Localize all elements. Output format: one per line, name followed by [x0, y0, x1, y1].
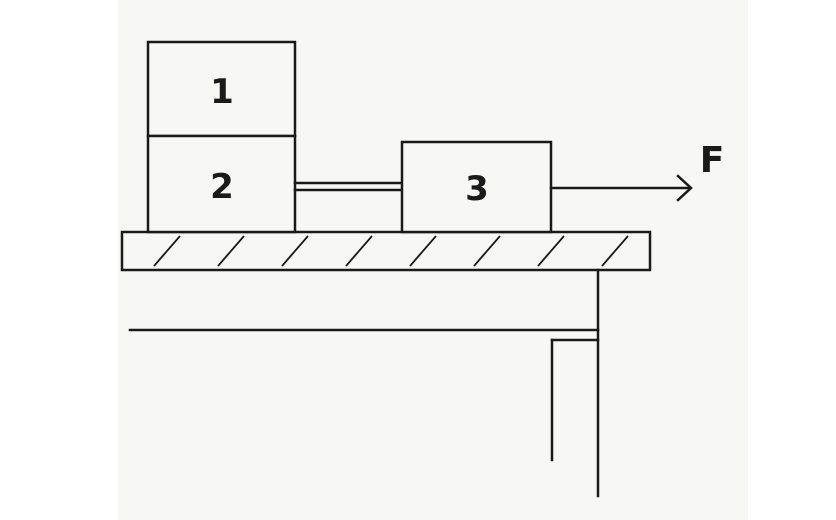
block-3-rect — [400, 140, 553, 234]
table-hatching — [153, 235, 629, 267]
table-frame — [128, 268, 600, 498]
hatch-line — [601, 235, 629, 267]
hatch-line — [473, 235, 501, 267]
force-label: F — [700, 140, 725, 181]
connecting-string — [293, 181, 404, 192]
block-2: 2 — [146, 134, 297, 234]
force-arrow: F — [549, 140, 725, 202]
table-plank — [120, 230, 652, 272]
hatch-line — [281, 235, 309, 267]
block-2-label: 2 — [210, 167, 234, 207]
hatch-line — [409, 235, 437, 267]
hatch-line — [217, 235, 245, 267]
table-top — [120, 230, 652, 272]
block-3-label: 3 — [465, 169, 489, 209]
block-1: 1 — [146, 40, 297, 138]
hatch-line — [345, 235, 373, 267]
block-1-label: 1 — [210, 72, 234, 112]
block-3: 3 — [400, 140, 553, 234]
hatch-line — [537, 235, 565, 267]
block-1-rect — [146, 40, 297, 138]
hatch-line — [153, 235, 181, 267]
force-arrowhead-icon — [676, 174, 693, 202]
